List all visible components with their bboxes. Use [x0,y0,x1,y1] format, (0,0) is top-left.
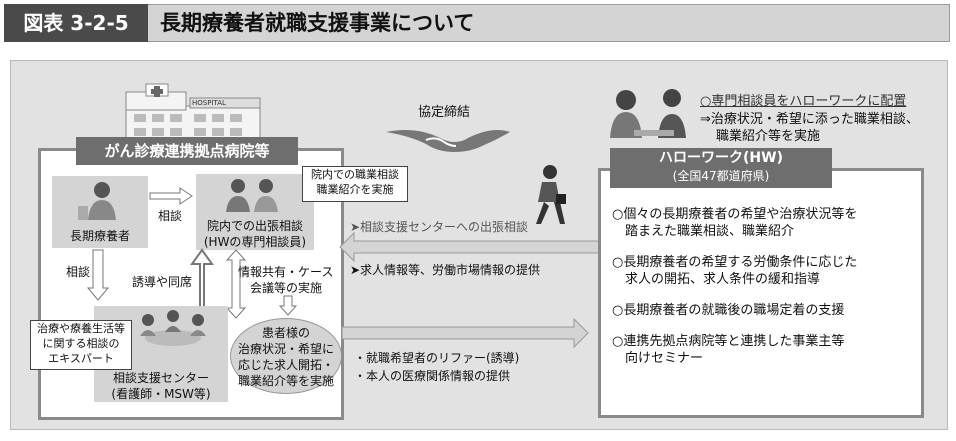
expert-note: 治療や療養生活等 に関する相談の エキスパート [30,320,132,370]
consult-down-label: 相談 [66,265,91,279]
info-share-label: 情報共有・ケース 会議等の実施 [238,265,334,295]
patient-person-icon [78,182,116,220]
specialist-desc-1: ⇒治療状況・希望に添った職業相談、 [700,112,919,127]
list-item: ○連携先拠点病院等と連携した事業主等 向けセミナー [612,334,845,366]
counselor-people-icon [226,179,278,212]
referral-line-2: ・本人の医療関係情報の提供 [354,369,511,383]
walking-person-icon [536,165,566,224]
list-item: ○長期療養者の就職後の職場定着の支援 [612,303,845,318]
support-meeting-icon [140,310,206,346]
hospital-title: がん診療連携拠点病院等 [76,137,298,165]
info-share-down-arrow [278,295,298,316]
agreement-label: 協定締結 [418,105,471,120]
guide-label: 誘導や同席 [132,275,193,289]
specialist-desc-2: 職業紹介等を実施 [716,129,821,144]
hospital-sign: HOSPITAL [192,99,226,107]
outreach-arrow-label: ➤相談支援センターへの出張相談 [350,220,529,234]
hellowork-list: ○個々の長期療養者の希望や治療状況等を 踏まえた職業相談、職業紹介 ○長期療養者… [612,206,912,367]
list-item: ○個々の長期療養者の希望や治療状況等を 踏まえた職業相談、職業紹介 [612,207,858,239]
figure-label: 図表 3-2-5 [4,4,148,42]
header-bar [4,4,950,42]
job-info-label: ➤求人情報等、労働市場情報の提供 [350,263,541,277]
consult-down-arrow [86,249,110,301]
hellowork-title: ハローワーク(HW) (全国47都道府県) [610,148,832,188]
page-title: 長期療養者就職支援事業について [160,11,475,35]
hellowork-counseling-icon [610,89,686,138]
left-arrow-to-hospital [339,231,607,263]
hospital-building-icon [125,83,261,151]
right-arrow-to-hellowork [341,317,589,349]
outreach-note: 院内での職業相談 職業紹介を実施 [302,166,408,202]
guide-arrow [190,248,214,314]
hellowork-box [598,168,924,418]
support-center-label: 相談支援センター (看護師・MSW等) [111,371,211,401]
consult-arrow [149,187,193,205]
job-development-oval: 患者様の 治療状況・希望に 応じた求人開拓・ 職業紹介等を実施 [230,318,342,394]
consult-label: 相談 [158,209,183,223]
patient-label: 長期療養者 [69,229,130,243]
outreach-label: 院内での出張相談 (HWの専門相談員) [203,219,307,249]
referral-line-1: ・就職希望者のリファー(誘導) [354,351,520,365]
handshake-icon [386,130,510,152]
info-share-arrow [225,249,247,319]
specialist-heading: ○専門相談員をハローワークに配置 [700,94,907,109]
list-item: ○長期療養者の希望する労働条件に応じた 求人の開拓、求人条件の緩和指導 [612,255,858,287]
